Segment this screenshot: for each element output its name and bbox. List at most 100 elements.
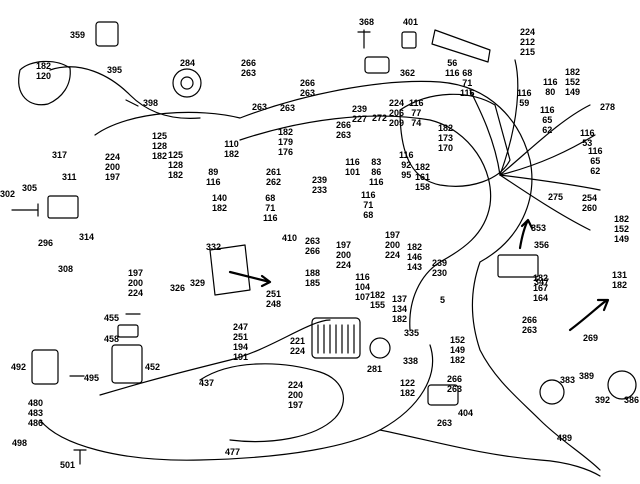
bracket-347 <box>497 254 539 278</box>
label-498: 498 <box>12 438 28 448</box>
label-305: 305 <box>22 183 38 193</box>
harness-tail-bottom <box>379 429 601 477</box>
label-116-65-62-b: 116 65 62 <box>588 146 603 176</box>
relay-452 <box>111 344 143 384</box>
label-335: 335 <box>404 328 420 338</box>
label-398: 398 <box>143 98 159 108</box>
label-116-65-62-a: 116 65 62 <box>540 105 555 135</box>
label-332: 332 <box>206 242 222 252</box>
label-383: 383 <box>560 375 576 385</box>
label-404: 404 <box>458 408 474 418</box>
label-501: 501 <box>60 460 76 470</box>
bolt-302 <box>11 203 39 217</box>
label-263-a: 263 <box>252 102 268 112</box>
label-140-182: 140 182 <box>212 193 228 213</box>
switch-401 <box>401 31 417 49</box>
label-308: 308 <box>58 264 74 274</box>
fanout-wire <box>499 174 601 191</box>
label-182-173-170: 182 173 170 <box>438 123 454 153</box>
label-239-230: 239 230 <box>432 258 448 278</box>
label-56-116: 56 116 <box>445 58 460 78</box>
label-182-152-149-right: 182 152 149 <box>614 214 630 244</box>
label-247-251-194-191: 247 251 194 191 <box>233 322 249 362</box>
label-188-185: 188 185 <box>305 268 321 288</box>
label-5: 5 <box>440 295 446 305</box>
label-224-200-197-b: 224 200 197 <box>288 380 304 410</box>
lamp-socket-284 <box>172 68 202 98</box>
screw-501 <box>73 449 87 465</box>
label-311: 311 <box>62 172 77 182</box>
sensor-386 <box>607 370 637 400</box>
label-182-152-149-top: 182 152 149 <box>565 67 581 97</box>
label-266-263-b: 266 263 <box>300 78 316 98</box>
instrument-cluster <box>399 93 511 187</box>
label-437: 437 <box>199 378 215 388</box>
arrow-right-269 <box>568 298 610 332</box>
label-266-263-e: 266 263 <box>447 374 463 394</box>
label-182-167-164: 182 167 164 <box>533 273 549 303</box>
label-401: 401 <box>403 17 419 27</box>
label-89-116: 89 116 <box>206 167 221 187</box>
label-116-80: 116 80 <box>543 77 558 97</box>
label-116-59: 116 59 <box>517 88 532 108</box>
label-455: 455 <box>104 313 120 323</box>
label-137-134-182: 137 134 182 <box>392 294 408 324</box>
label-131-182: 131 182 <box>612 270 628 290</box>
label-284: 284 <box>180 58 196 68</box>
label-477: 477 <box>225 447 241 457</box>
harness-loop-477-inner <box>199 363 344 443</box>
label-254-260: 254 260 <box>582 193 598 213</box>
label-489: 489 <box>557 433 573 443</box>
label-389: 389 <box>579 371 595 381</box>
label-239-227: 239 227 <box>352 104 368 124</box>
label-326: 326 <box>170 283 186 293</box>
label-197-200-224-a: 197 200 224 <box>336 240 352 270</box>
label-392: 392 <box>595 395 611 405</box>
grommet-338 <box>369 337 391 359</box>
module-404 <box>427 384 459 406</box>
label-239-233: 239 233 <box>312 175 328 195</box>
label-314: 314 <box>79 232 95 242</box>
screw-398 <box>125 99 139 107</box>
arrow-up-356 <box>518 218 534 250</box>
label-152-149-182: 152 149 182 <box>450 335 466 365</box>
label-395: 395 <box>107 65 123 75</box>
label-182-179-176: 182 179 176 <box>278 127 294 157</box>
label-356: 356 <box>534 240 550 250</box>
fanout-wire <box>469 89 501 176</box>
label-458: 458 <box>104 334 120 344</box>
central-connector-block <box>311 317 361 359</box>
label-116-104-107: 116 104 107 <box>355 272 371 302</box>
label-362: 362 <box>400 68 416 78</box>
fanout-wire <box>499 59 519 176</box>
label-182-146-143: 182 146 143 <box>407 242 423 272</box>
label-386: 386 <box>624 395 640 405</box>
label-492: 492 <box>11 362 27 372</box>
label-182-161-158: 182 161 158 <box>415 162 431 192</box>
label-182-155: 182 155 <box>370 290 386 310</box>
label-197-200-224-c: 197 200 224 <box>128 268 144 298</box>
label-221-224: 221 224 <box>290 336 306 356</box>
label-116-71-68: 116 71 68 <box>361 190 376 220</box>
harness-branch-left-upper <box>49 66 201 119</box>
harness-branch-left-relay <box>18 60 71 106</box>
label-368: 368 <box>359 17 375 27</box>
sensor-383 <box>539 379 565 405</box>
label-359: 359 <box>70 30 86 40</box>
label-125-128-182-b: 125 128 182 <box>168 150 184 180</box>
label-224-212-215: 224 212 215 <box>520 27 536 57</box>
fanout-wire <box>499 104 591 176</box>
label-302: 302 <box>0 189 16 199</box>
connector-pins <box>317 324 355 354</box>
label-296: 296 <box>38 238 54 248</box>
relay-359 <box>95 21 119 47</box>
label-281: 281 <box>367 364 383 374</box>
label-263-266: 263 266 <box>305 236 321 256</box>
label-116-77-74: 116 77 74 <box>409 98 424 128</box>
label-110-182: 110 182 <box>224 139 240 159</box>
label-182-120: 182 120 <box>36 61 52 81</box>
label-116-92-95: 116 92 95 <box>399 150 414 180</box>
label-68-71-116-b: 68 71 116 <box>263 193 278 223</box>
label-266-263-c: 266 263 <box>336 120 352 140</box>
